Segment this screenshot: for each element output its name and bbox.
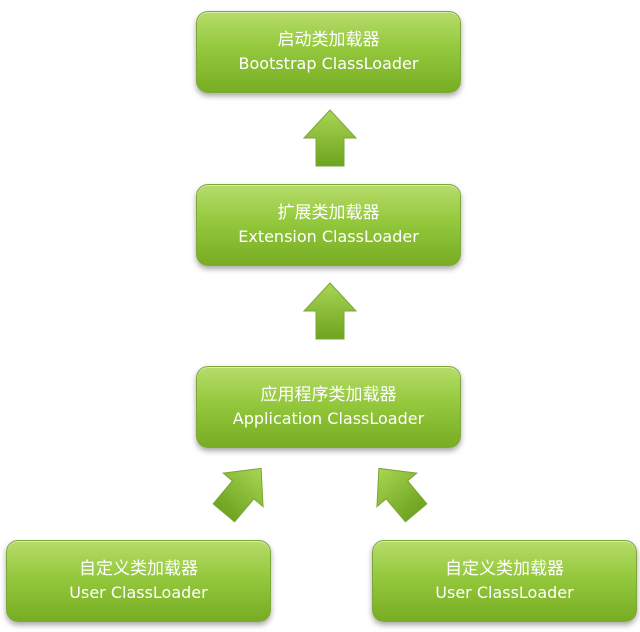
bootstrap-cn-label: 启动类加载器 — [277, 30, 380, 50]
arrow-application-to-extension — [302, 282, 358, 340]
arrow-user-left-to-application — [212, 467, 264, 523]
bootstrap-en-label: Bootstrap ClassLoader — [238, 54, 419, 73]
extension-cn-label: 扩展类加载器 — [277, 203, 380, 223]
user-classloader-left-node: 自定义类加载器 User ClassLoader — [6, 540, 271, 622]
user-classloader-right-node: 自定义类加载器 User ClassLoader — [372, 540, 637, 622]
arrow-user-right-to-application — [376, 467, 428, 523]
extension-en-label: Extension ClassLoader — [238, 227, 419, 246]
user-left-en-label: User ClassLoader — [69, 583, 208, 602]
user-left-cn-label: 自定义类加载器 — [79, 559, 198, 579]
bootstrap-classloader-node: 启动类加载器 Bootstrap ClassLoader — [196, 11, 461, 93]
application-classloader-node: 应用程序类加载器 Application ClassLoader — [196, 366, 461, 448]
extension-classloader-node: 扩展类加载器 Extension ClassLoader — [196, 184, 461, 266]
user-right-cn-label: 自定义类加载器 — [445, 559, 564, 579]
application-cn-label: 应用程序类加载器 — [260, 385, 397, 405]
arrow-extension-to-bootstrap — [302, 109, 358, 167]
user-right-en-label: User ClassLoader — [435, 583, 574, 602]
application-en-label: Application ClassLoader — [232, 409, 425, 428]
